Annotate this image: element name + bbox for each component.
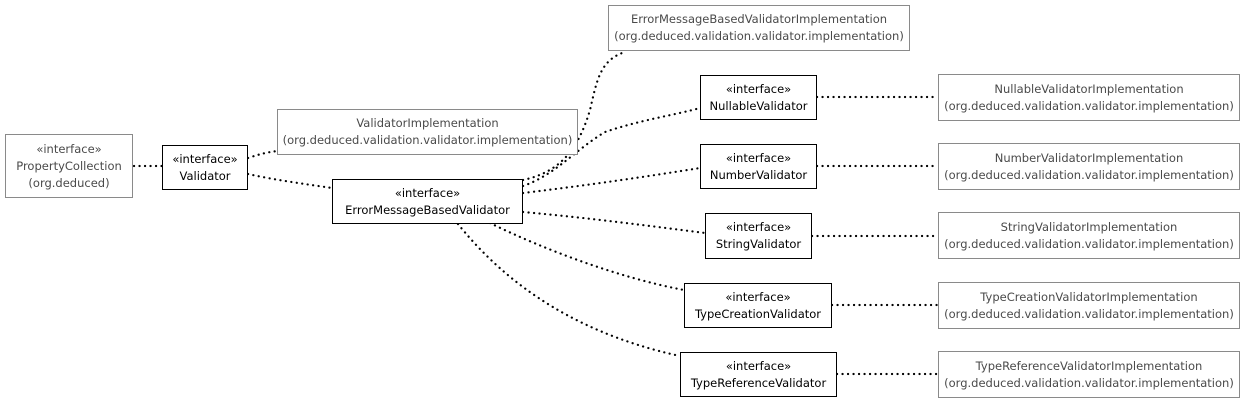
package-name: (org.deduced.validation.validator.implem… <box>282 133 573 147</box>
stereotype-label: «interface» <box>725 150 792 165</box>
class-name: TypeReferenceValidatorImplementation <box>975 358 1203 373</box>
type-reference-validator-node[interactable]: «interface» TypeReferenceValidator <box>680 352 837 397</box>
class-name: NumberValidatorImplementation <box>994 150 1184 165</box>
class-name: TypeReferenceValidator <box>690 375 827 390</box>
link-validator-errormessagebasedvalidator <box>246 172 334 190</box>
class-name: NullableValidator <box>709 98 808 113</box>
string-validator-implementation-node[interactable]: StringValidatorImplementation (org.deduc… <box>938 212 1240 259</box>
package-name: (org.deduced.validation.validator.implem… <box>944 236 1234 251</box>
class-name: ValidatorImplementation <box>356 116 499 130</box>
stereotype-label: «interface» <box>394 185 461 200</box>
package-name: (org.deduced) <box>28 175 110 190</box>
link-emb-numbervalidator <box>521 166 702 195</box>
stereotype-label: «interface» <box>725 289 791 304</box>
nullable-validator-implementation-node[interactable]: NullableValidatorImplementation (org.ded… <box>938 74 1240 121</box>
link-emb-embimplementation <box>521 50 627 182</box>
package-name: (org.deduced.validation.validator.implem… <box>944 306 1234 321</box>
package-name: (org.deduced.validation.validator.implem… <box>614 29 904 43</box>
error-message-based-validator-implementation-node[interactable]: ErrorMessageBasedValidatorImplementation… <box>608 5 910 51</box>
number-validator-node[interactable]: «interface» NumberValidator <box>700 144 817 189</box>
class-name: NullableValidatorImplementation <box>994 81 1184 96</box>
string-validator-node[interactable]: «interface» StringValidator <box>705 213 812 259</box>
stereotype-label: «interface» <box>725 81 792 96</box>
class-name: TypeCreationValidatorImplementation <box>980 289 1198 304</box>
package-name: (org.deduced.validation.validator.implem… <box>944 167 1234 182</box>
type-creation-validator-node[interactable]: «interface» TypeCreationValidator <box>684 283 832 328</box>
class-name: Validator <box>179 168 231 183</box>
validator-implementation-node[interactable]: ValidatorImplementation (org.deduced.val… <box>277 109 578 155</box>
number-validator-implementation-node[interactable]: NumberValidatorImplementation (org.deduc… <box>938 143 1240 190</box>
stereotype-label: «interface» <box>172 151 238 166</box>
class-name: StringValidator <box>715 237 802 251</box>
stereotype-label: «interface» <box>36 141 102 156</box>
package-name: (org.deduced.validation.validator.implem… <box>944 98 1234 113</box>
validator-node[interactable]: «interface» Validator <box>162 145 248 190</box>
stereotype-label: «interface» <box>725 220 792 234</box>
class-name: PropertyCollection <box>16 158 122 173</box>
link-emb-typereferencevalidator <box>456 222 682 358</box>
class-name: ErrorMessageBasedValidatorImplementation <box>630 12 888 26</box>
package-name: (org.deduced.validation.validator.implem… <box>944 375 1234 390</box>
stereotype-label: «interface» <box>725 358 792 373</box>
nullable-validator-node[interactable]: «interface» NullableValidator <box>700 75 817 120</box>
error-message-based-validator-node[interactable]: «interface» ErrorMessageBasedValidator <box>332 179 523 224</box>
property-collection-node[interactable]: «interface» PropertyCollection (org.dedu… <box>5 134 133 198</box>
link-emb-stringvalidator <box>521 210 707 235</box>
class-name: NumberValidator <box>709 167 808 182</box>
link-validator-validatorimplementation <box>246 149 280 160</box>
type-creation-validator-implementation-node[interactable]: TypeCreationValidatorImplementation (org… <box>938 282 1240 329</box>
link-emb-nullablevalidator <box>521 106 702 188</box>
type-reference-validator-implementation-node[interactable]: TypeReferenceValidatorImplementation (or… <box>938 351 1240 398</box>
class-name: ErrorMessageBasedValidator <box>345 202 510 217</box>
class-name: StringValidatorImplementation <box>1000 219 1178 234</box>
class-name: TypeCreationValidator <box>694 306 822 321</box>
link-emb-typecreationvalidator <box>488 221 686 292</box>
